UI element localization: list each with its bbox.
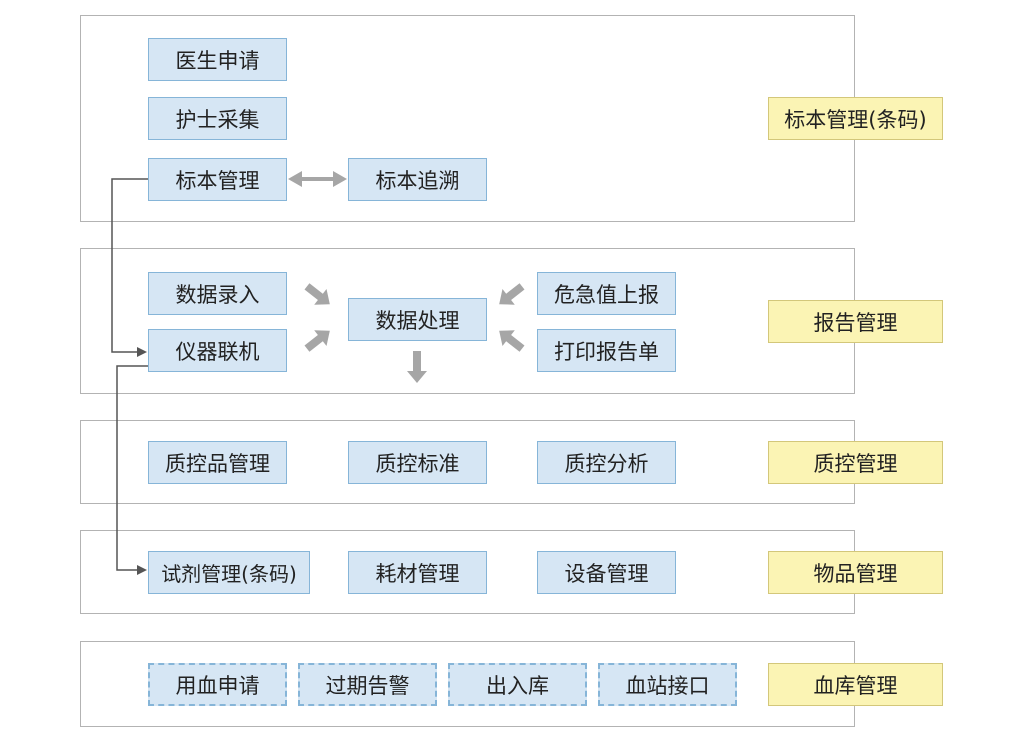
node-qc-standard: 质控标准 xyxy=(348,441,487,484)
node-specimen-trace: 标本追溯 xyxy=(348,158,487,201)
node-reagent-management: 试剂管理(条码) xyxy=(148,551,310,594)
label-qc-management: 质控管理 xyxy=(768,441,943,484)
node-nurse-collection: 护士采集 xyxy=(148,97,287,140)
node-equipment-management: 设备管理 xyxy=(537,551,676,594)
label-report-management: 报告管理 xyxy=(768,300,943,343)
node-specimen-management: 标本管理 xyxy=(148,158,287,201)
node-data-processing: 数据处理 xyxy=(348,298,487,341)
node-critical-value-report: 危急值上报 xyxy=(537,272,676,315)
node-expiry-alert: 过期告警 xyxy=(298,663,437,706)
node-stock-in-out: 出入库 xyxy=(448,663,587,706)
label-goods-management: 物品管理 xyxy=(768,551,943,594)
node-instrument-online: 仪器联机 xyxy=(148,329,287,372)
node-data-entry: 数据录入 xyxy=(148,272,287,315)
node-qc-material: 质控品管理 xyxy=(148,441,287,484)
label-specimen-management: 标本管理(条码) xyxy=(768,97,943,140)
node-blood-request: 用血申请 xyxy=(148,663,287,706)
node-blood-station-interface: 血站接口 xyxy=(598,663,737,706)
node-consumables-management: 耗材管理 xyxy=(348,551,487,594)
node-print-report: 打印报告单 xyxy=(537,329,676,372)
node-doctor-request: 医生申请 xyxy=(148,38,287,81)
node-qc-analysis: 质控分析 xyxy=(537,441,676,484)
label-bloodbank-management: 血库管理 xyxy=(768,663,943,706)
